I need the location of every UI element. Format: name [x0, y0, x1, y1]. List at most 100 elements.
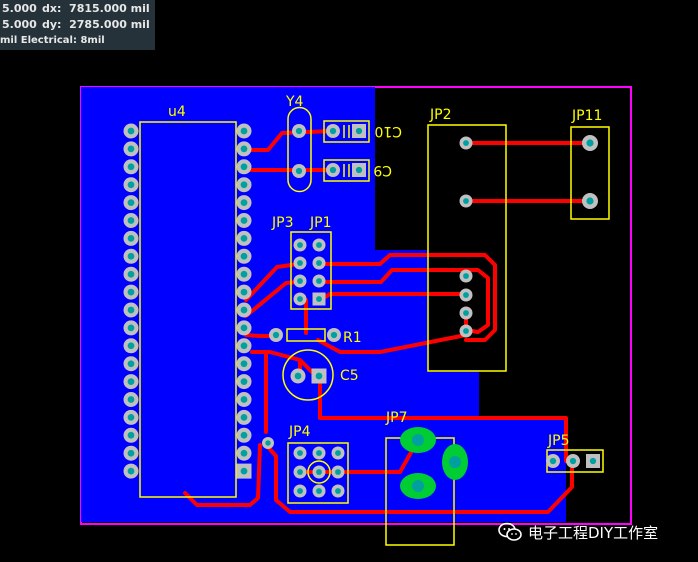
drill-hole	[240, 324, 248, 332]
drill-hole	[265, 440, 271, 446]
c5-body	[282, 349, 334, 401]
drill-hole	[240, 270, 248, 278]
drill-hole	[316, 260, 322, 266]
readout-dx: dx: 7815.000 mil	[42, 2, 150, 15]
drill-hole	[297, 296, 303, 302]
readout-x-value: 5.000	[2, 2, 37, 15]
drill-hole	[127, 181, 135, 189]
drill-hole	[335, 450, 341, 456]
drill-hole	[549, 457, 557, 465]
drill-hole	[127, 288, 135, 296]
drill-hole	[272, 331, 280, 339]
drill-hole	[569, 457, 577, 465]
drill-hole	[240, 163, 248, 171]
drill-hole	[463, 140, 469, 146]
label-r1: R1	[343, 330, 362, 346]
drill-hole	[240, 431, 248, 439]
jp7-pads	[400, 427, 468, 499]
label-c10: C10	[374, 123, 402, 139]
drill-hole	[240, 199, 248, 206]
drill-hole	[127, 163, 135, 171]
label-jp1: JP1	[309, 215, 331, 231]
drill-hole	[335, 488, 341, 494]
label-c5: C5	[340, 368, 359, 384]
jp4-outline	[287, 442, 349, 504]
label-y4: Y4	[285, 94, 304, 110]
jp2-outline	[427, 124, 507, 372]
drill-hole	[297, 242, 303, 248]
jp11-outline	[570, 126, 610, 220]
drill-hole	[329, 166, 337, 174]
drill-hole	[240, 306, 248, 314]
label-u4: u4	[168, 104, 186, 120]
drill-hole	[589, 457, 597, 465]
drill-hole	[297, 469, 303, 475]
drill-hole	[294, 372, 302, 380]
drill-hole	[127, 467, 135, 475]
r1-body	[286, 328, 326, 342]
label-jp7: JP7	[385, 410, 407, 426]
drill-hole	[295, 167, 303, 175]
drill-hole	[463, 328, 469, 334]
drill-hole	[127, 217, 135, 224]
drill-hole	[240, 127, 248, 135]
drill-hole	[335, 469, 341, 475]
drill-hole	[127, 431, 135, 439]
wechat-icon	[498, 522, 522, 541]
drill-hole	[240, 288, 248, 296]
drill-hole	[127, 199, 135, 206]
drill-hole	[240, 467, 248, 475]
drill-hole	[316, 450, 322, 456]
drill-hole	[240, 217, 248, 224]
label-jp2: JP2	[429, 107, 451, 123]
drill-hole	[127, 252, 135, 260]
dy-value: 2785.000 mil	[69, 18, 150, 31]
drill-hole	[127, 396, 135, 403]
drill-hole	[127, 324, 135, 332]
drill-hole	[127, 306, 135, 314]
label-jp11: JP11	[571, 108, 602, 124]
drill-hole	[240, 342, 248, 350]
drill-hole	[297, 278, 303, 284]
drill-hole	[127, 378, 135, 385]
dy-label: dy:	[42, 18, 62, 31]
readout-y-value: 5.000	[2, 18, 37, 31]
drill-hole	[127, 414, 135, 421]
drill-hole	[330, 331, 338, 339]
drill-hole	[315, 372, 323, 380]
readout-dy: dy: 2785.000 mil	[42, 18, 150, 31]
drill-hole	[295, 127, 303, 135]
electrical-grid-text: mil Electrical: 8mil	[0, 35, 105, 46]
drill-hole	[127, 270, 135, 278]
label-jp3: JP3	[271, 215, 293, 231]
drill-hole	[316, 469, 322, 475]
watermark: 电子工程DIY工作室	[498, 520, 658, 544]
drill-hole	[316, 278, 322, 284]
watermark-text: 电子工程DIY工作室	[528, 523, 659, 542]
drill-hole	[297, 260, 303, 266]
drill-hole	[316, 242, 322, 248]
drill-hole	[127, 235, 135, 242]
drill-hole	[127, 449, 135, 457]
drill-hole	[240, 235, 248, 242]
drill-hole	[297, 488, 303, 494]
drill-hole	[240, 360, 248, 368]
drill-hole	[240, 396, 248, 403]
jp3-jp1-outline	[290, 231, 332, 310]
drill-hole	[316, 296, 322, 302]
dx-label: dx:	[42, 2, 62, 15]
drill-hole	[240, 414, 248, 421]
label-jp4: JP4	[288, 424, 311, 440]
drill-hole	[463, 310, 469, 316]
drill-hole	[240, 378, 248, 385]
drill-hole	[586, 197, 594, 205]
label-c9: C9	[373, 162, 392, 178]
drill-hole	[463, 198, 469, 204]
drill-hole	[240, 181, 248, 189]
drill-hole	[127, 342, 135, 350]
dx-value: 7815.000 mil	[69, 2, 150, 15]
coordinate-readout: 5.000 dx: 7815.000 mil 5.000 dy: 2785.00…	[0, 0, 155, 50]
drill-hole	[329, 127, 337, 135]
label-jp5: JP5	[547, 433, 569, 449]
